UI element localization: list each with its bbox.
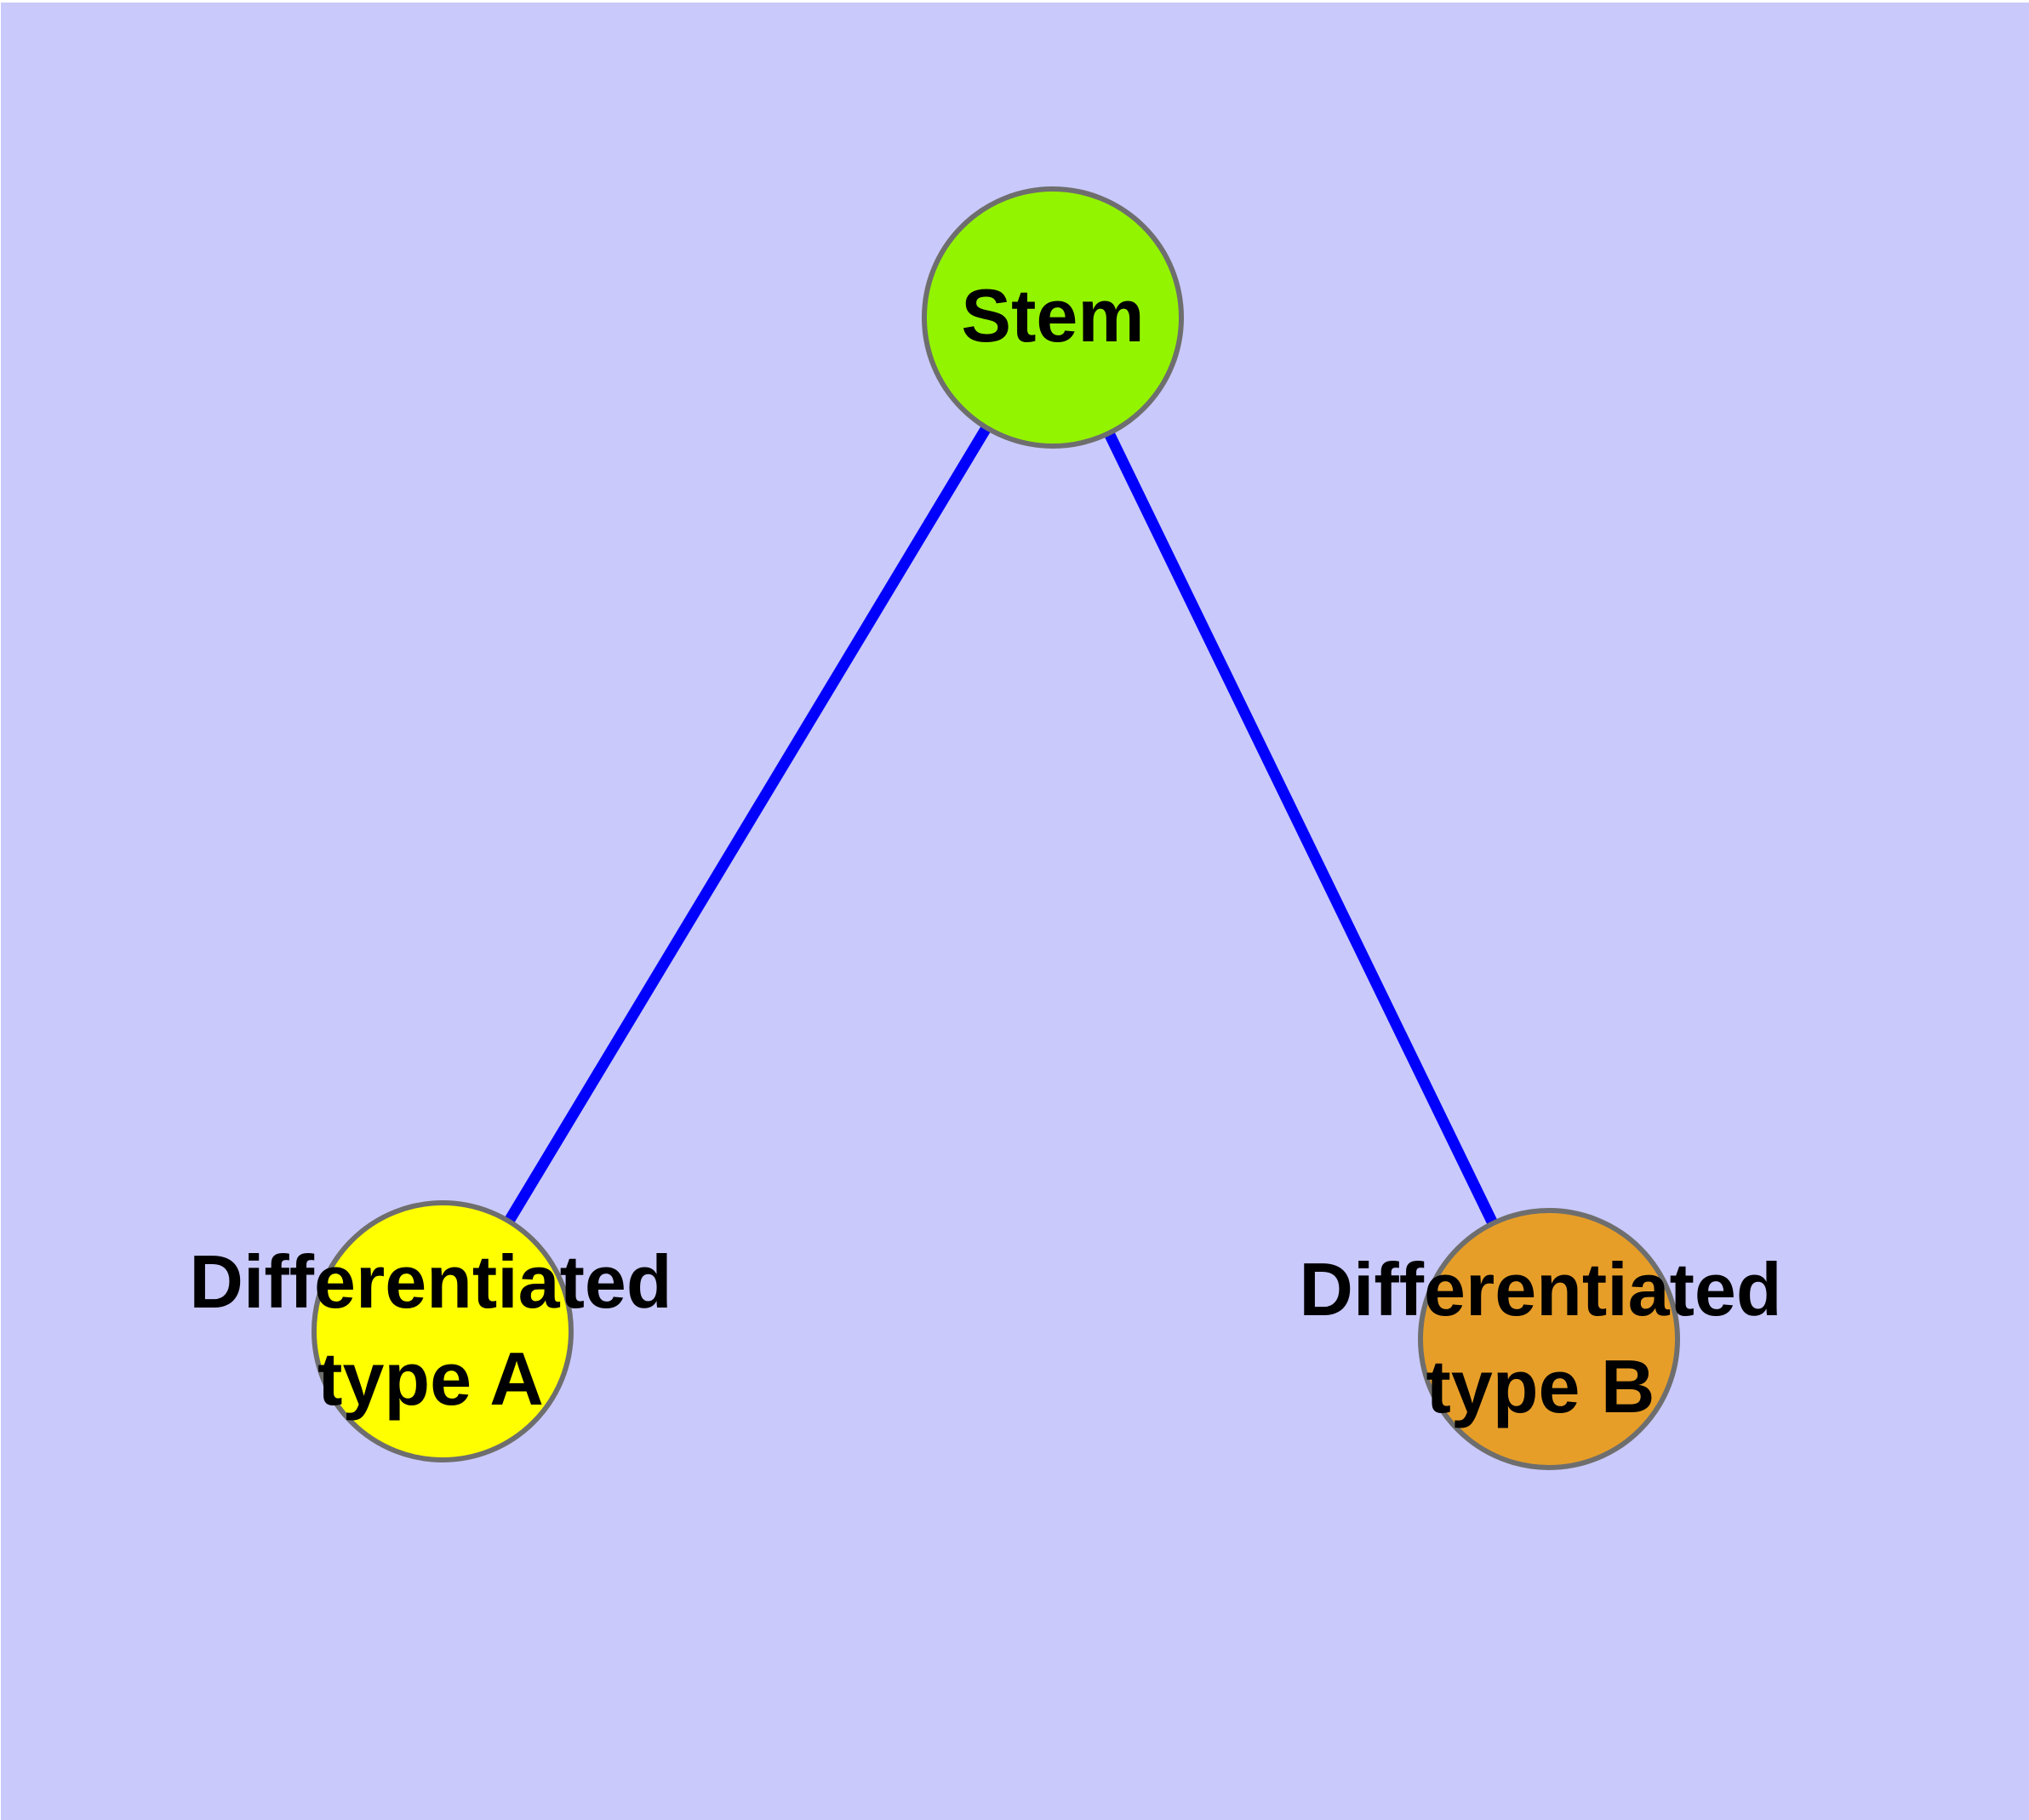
node-type-a-label: Differentiated type A (189, 1239, 672, 1421)
edge-stem-to-type-b (1048, 315, 1554, 1342)
node-type-b-label: Differentiated type B (1299, 1247, 1782, 1428)
node-type-a-circle (311, 1200, 574, 1462)
left-margin-strip (0, 0, 1, 1820)
node-stem-circle (922, 186, 1184, 449)
node-type-b-circle (1418, 1208, 1680, 1470)
node-stem-label: Stem (961, 273, 1145, 358)
edge-stem-to-type-a (437, 314, 1058, 1335)
top-margin-strip (0, 0, 2029, 3)
